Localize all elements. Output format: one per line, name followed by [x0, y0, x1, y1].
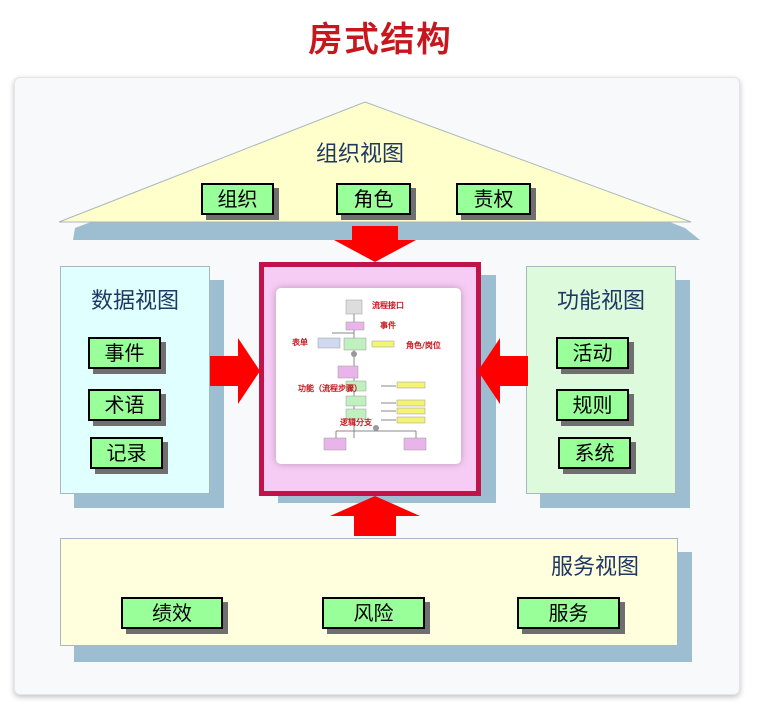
branch-label: 逻辑分支 [339, 417, 373, 427]
service-view-label: 服务视图 [550, 555, 639, 580]
step-shape-2 [345, 395, 367, 407]
rule-button[interactable]: 规则 [556, 389, 629, 421]
step-shape-1 [345, 380, 367, 392]
service-button[interactable]: 服务 [517, 597, 620, 629]
page-title: 房式结构 [308, 20, 453, 60]
organization-button[interactable]: 组织 [201, 183, 274, 215]
organization-view-label: 组织视图 [315, 142, 404, 167]
step-shape-3 [345, 408, 367, 420]
arrow-right-from-data [210, 338, 260, 404]
role-shape-2 [396, 381, 426, 389]
activity-button[interactable]: 活动 [556, 337, 629, 369]
terminology-button[interactable]: 术语 [88, 389, 161, 421]
interface-label: 流程接口 [372, 300, 404, 310]
end-event-2 [403, 437, 427, 451]
function-view-label: 功能视图 [556, 289, 645, 314]
event-shape-2 [337, 365, 359, 379]
record-button[interactable]: 记录 [90, 437, 163, 469]
branch-node-2 [373, 425, 379, 431]
arrow-up-from-service [330, 496, 420, 536]
data-view-label: 数据视图 [90, 289, 179, 314]
activity-shape [343, 337, 367, 351]
role-button[interactable]: 角色 [336, 183, 411, 215]
event-label: 事件 [380, 320, 396, 330]
arrow-left-from-function [478, 338, 528, 404]
performance-button[interactable]: 绩效 [121, 597, 223, 629]
form-label: 表单 [291, 337, 308, 347]
role-shape-5 [396, 416, 426, 424]
interface-shape [345, 299, 363, 315]
end-event-1 [323, 437, 347, 451]
form-shape [317, 337, 341, 349]
process-flow-diagram: 流程接口 事件 表单 角色/岗位 功能（流程步骤） 逻辑分支 [291, 299, 441, 451]
role-shape [371, 340, 395, 348]
process-map-thumbnail: 流程接口 事件 表单 角色/岗位 功能（流程步骤） 逻辑分支 [276, 288, 461, 464]
event-shape [345, 321, 365, 331]
role-shape-4 [396, 407, 426, 415]
roof-shape [58, 101, 700, 240]
authority-button[interactable]: 责权 [456, 183, 531, 215]
system-button[interactable]: 系统 [558, 437, 631, 469]
role-label: 角色/岗位 [406, 340, 441, 350]
risk-button[interactable]: 风险 [322, 597, 425, 629]
role-shape-3 [396, 399, 426, 407]
arrow-down-from-roof [334, 226, 416, 262]
branch-node-1 [351, 351, 357, 357]
event-button[interactable]: 事件 [88, 337, 161, 369]
function-label: 功能（流程步骤） [298, 383, 362, 393]
